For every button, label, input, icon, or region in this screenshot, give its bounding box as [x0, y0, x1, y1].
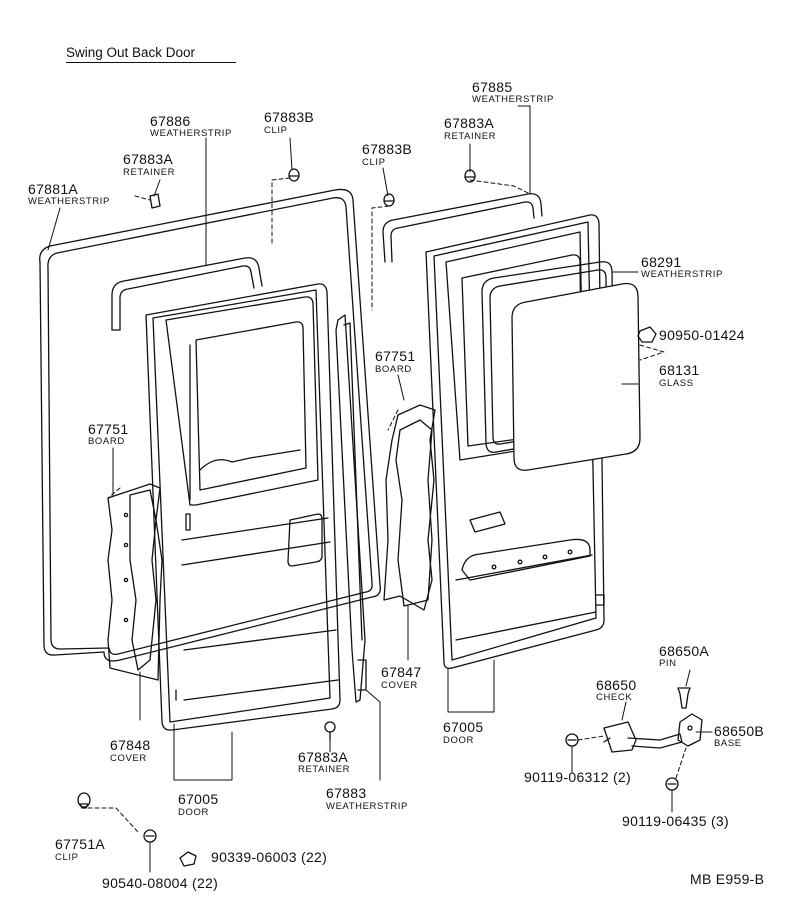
label-90119-06312-number: 90119-06312 (2) [524, 769, 631, 785]
label-67883a-topright-name: RETAINER [444, 131, 497, 142]
clip-67883b-left-part [288, 168, 300, 182]
weatherstrip-67886-part [111, 257, 263, 331]
nut-90339-06003-part [179, 851, 197, 867]
label-67883-name: WEATHERSTRIP [326, 801, 408, 812]
label-68291-number: 68291 [641, 254, 682, 270]
label-67751-left-name: BOARD [88, 436, 125, 447]
retainer-67883a-left-part [149, 193, 161, 209]
pin-68650a-part [677, 687, 691, 709]
retainer-67883a-bottom-part [324, 721, 336, 741]
label-67881a-number: 67881A [28, 181, 79, 197]
label-67848-number: 67848 [110, 737, 151, 753]
label-67005-left-name: DOOR [178, 807, 209, 818]
label-67881a-name: WEATHERSTRIP [28, 196, 110, 207]
screw-90540-08004-part [143, 829, 157, 843]
bolt-90950-01424-part [637, 326, 657, 343]
label-67883a-topright-number: 67883A [444, 115, 495, 131]
bolt-90119-06435-part [665, 777, 679, 791]
label-68131-number: 68131 [659, 362, 700, 378]
weatherstrip-67883-part [335, 314, 367, 703]
cover-67847-part [395, 419, 433, 607]
cover-67848-part [129, 489, 157, 671]
label-67886-number: 67886 [150, 113, 191, 129]
diagram-title: Swing Out Back Door [66, 45, 196, 60]
clip-67751a-part [77, 792, 91, 809]
label-68291-name: WEATHERSTRIP [641, 269, 723, 280]
label-67883b-left-name: CLIP [264, 125, 288, 136]
label-67847-name: COVER [381, 680, 418, 691]
label-68131-name: GLASS [659, 378, 694, 389]
label-90540-08004-number: 90540-08004 (22) [102, 875, 219, 891]
diagram-code: MB E959-B [690, 871, 765, 887]
label-67883b-mid-number: 67883B [362, 141, 413, 157]
dashed-leader-lines [87, 177, 687, 833]
label-90950-01424-number: 90950-01424 [659, 327, 745, 343]
weatherstrip-67881a-part [39, 188, 381, 662]
check-base-68650b-part [677, 713, 703, 747]
label-67751-right-name: BOARD [375, 364, 412, 375]
label-68650b-name: BASE [714, 738, 742, 749]
label-68650-number: 68650 [596, 677, 637, 693]
leader-lines [47, 105, 713, 873]
label-90339-06003-number: 90339-06003 (22) [211, 849, 328, 865]
label-67847-number: 67847 [381, 664, 422, 680]
bolt-90119-06312-part [565, 733, 579, 747]
label-67751-left-number: 67751 [88, 421, 129, 437]
clip-67883b-mid-part [383, 193, 395, 207]
label-67883a-bottom-number: 67883A [298, 749, 349, 765]
title-underline [66, 62, 236, 63]
label-67005-right-name: DOOR [443, 735, 474, 746]
label-67883a-left-name: RETAINER [123, 167, 176, 178]
label-67886-name: WEATHERSTRIP [150, 128, 232, 139]
label-67883b-left-number: 67883B [264, 109, 315, 125]
label-67885-name: WEATHERSTRIP [472, 94, 554, 105]
board-67751-right-part [383, 404, 436, 611]
label-67883-number: 67883 [326, 785, 367, 801]
label-68650a-number: 68650A [659, 643, 710, 659]
label-67005-left-number: 67005 [178, 791, 219, 807]
glass-68131-part [511, 282, 641, 471]
label-67883a-left-number: 67883A [123, 151, 174, 167]
label-67005-right-number: 67005 [443, 719, 484, 735]
label-68650a-name: PIN [659, 658, 677, 669]
label-68650-name: CHECK [596, 692, 633, 703]
label-67751-right-number: 67751 [375, 348, 416, 364]
label-67885-number: 67885 [472, 79, 513, 95]
weatherstrip-67885-part [382, 193, 543, 263]
label-67883b-mid-name: CLIP [362, 157, 386, 168]
label-67751a-name: CLIP [55, 852, 79, 863]
label-90119-06435-number: 90119-06435 (3) [622, 813, 729, 829]
door-67005-left-part [145, 283, 341, 731]
label-68650b-number: 68650B [714, 723, 765, 739]
label-67848-name: COVER [110, 753, 147, 764]
label-67751a-number: 67751A [55, 836, 106, 852]
door-check-68650-part [603, 721, 683, 753]
label-67883a-bottom-name: RETAINER [298, 764, 351, 775]
